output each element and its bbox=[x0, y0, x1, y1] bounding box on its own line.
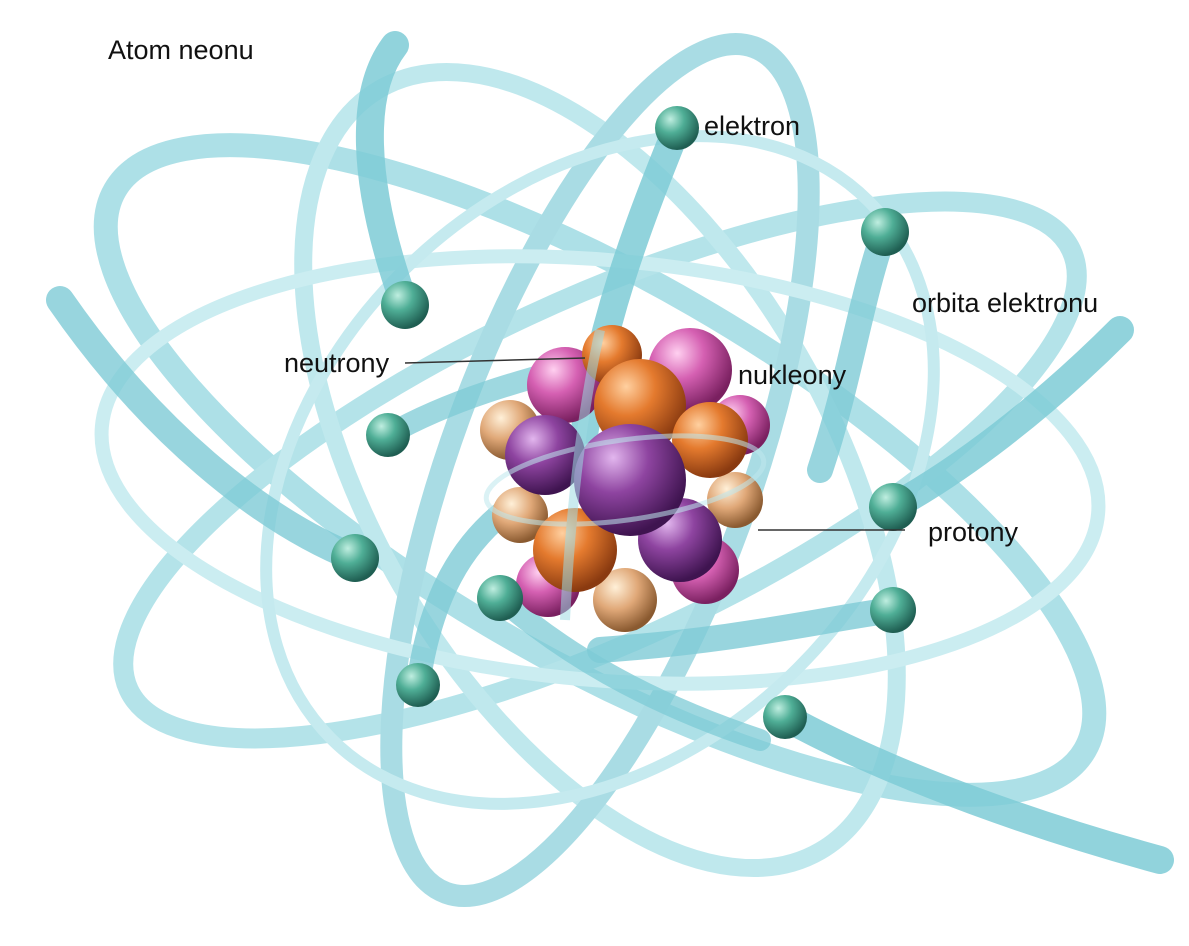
label-protony: protony bbox=[928, 519, 1018, 546]
electron bbox=[763, 695, 807, 739]
label-nukleony: nukleony bbox=[738, 362, 846, 389]
electron bbox=[655, 106, 699, 150]
electron bbox=[869, 483, 917, 531]
electron bbox=[381, 281, 429, 329]
electron bbox=[396, 663, 440, 707]
electron bbox=[477, 575, 523, 621]
label-neutrony: neutrony bbox=[284, 350, 389, 377]
electron bbox=[861, 208, 909, 256]
label-elektron: elektron bbox=[704, 113, 800, 140]
label-orbita-elektronu: orbita elektronu bbox=[912, 290, 1098, 317]
diagram-title: Atom neonu bbox=[108, 37, 254, 64]
electron bbox=[331, 534, 379, 582]
electron bbox=[366, 413, 410, 457]
electron bbox=[870, 587, 916, 633]
